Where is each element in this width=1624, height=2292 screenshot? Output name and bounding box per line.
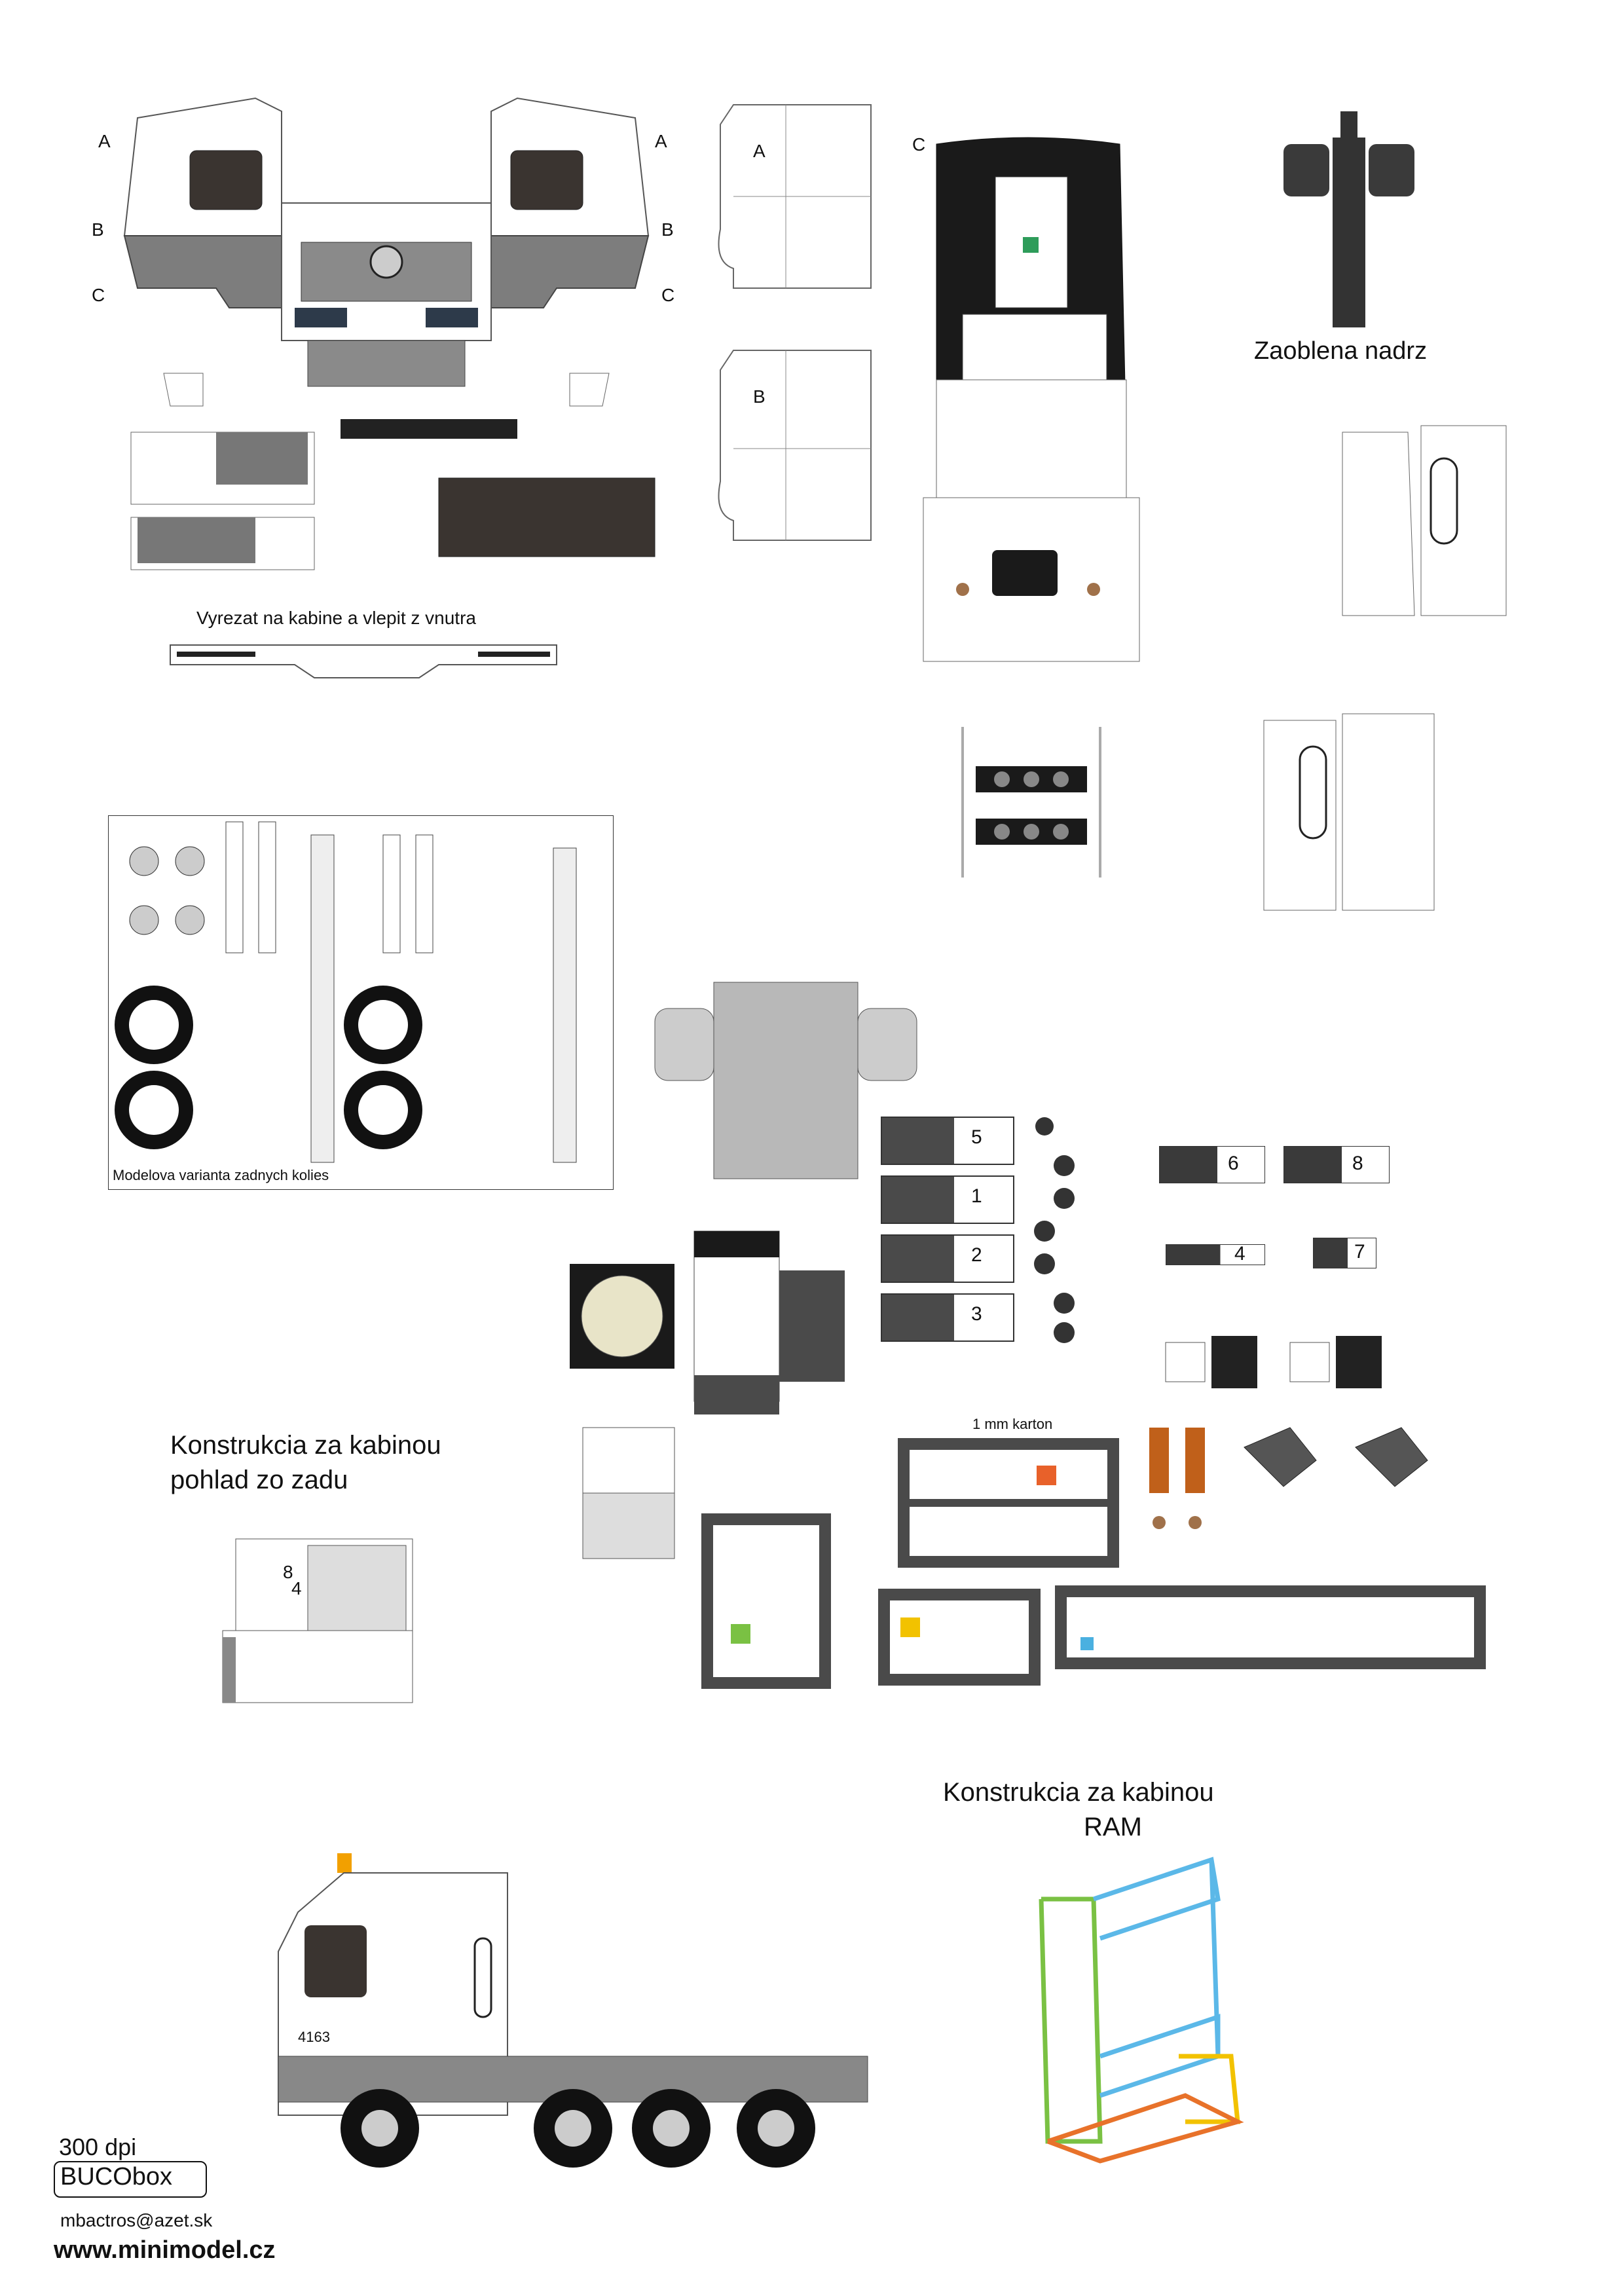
rear-num-7: 7 xyxy=(288,1544,299,1564)
vent-grille xyxy=(582,1427,675,1559)
wheels-variant-box xyxy=(108,815,614,1190)
cardboard-note: 1 mm karton xyxy=(972,1416,1053,1432)
round-discs xyxy=(1034,1117,1075,1343)
small-box-8-number: 8 xyxy=(1352,1153,1363,1174)
visor-strip xyxy=(170,644,557,678)
rear-num-3: 3 xyxy=(283,1598,293,1618)
frame-parts xyxy=(701,1438,1486,1689)
cab-side-panels xyxy=(123,97,650,387)
cab-small-pieces xyxy=(130,373,655,570)
marker-a-left: A xyxy=(98,131,111,151)
marker-b-left: B xyxy=(92,219,104,240)
small-brackets xyxy=(1165,1336,1382,1388)
radiator-unfold xyxy=(570,1230,845,1414)
numbered-box-2 xyxy=(881,1234,1014,1283)
small-box-8 xyxy=(1283,1146,1390,1183)
cut-note: Vyrezat na kabine a vlepit z vnutra xyxy=(196,608,476,628)
engine-cover-unfold xyxy=(654,982,917,1179)
panel-a xyxy=(718,104,872,289)
small-box-7-number: 7 xyxy=(1354,1241,1365,1263)
roof-label: C xyxy=(912,134,926,155)
brand-name: BUCObox xyxy=(60,2163,173,2190)
box-3-number: 3 xyxy=(971,1303,982,1325)
panel-b xyxy=(718,350,872,541)
small-box-4 xyxy=(1166,1244,1265,1265)
box-2-number: 2 xyxy=(971,1244,982,1266)
rear-num-1: 1 xyxy=(241,1598,251,1618)
lights-pieces xyxy=(1149,1427,1428,1529)
small-box-6 xyxy=(1159,1146,1265,1183)
brand-logo xyxy=(54,2161,207,2198)
marker-c-left: C xyxy=(92,285,105,305)
numbered-box-1 xyxy=(881,1175,1014,1224)
frame-wireframe-3d xyxy=(1039,1857,1244,2164)
marker-a-right: A xyxy=(655,131,667,151)
small-box-7 xyxy=(1313,1238,1376,1268)
numbered-box-5 xyxy=(881,1117,1014,1165)
rear-num-8: 8 xyxy=(283,1562,293,1582)
rear-num-6: 6 xyxy=(268,1544,279,1564)
panel-b-label: B xyxy=(753,386,766,407)
truck-model-number: 4163 xyxy=(298,2029,330,2045)
small-box-4-number: 4 xyxy=(1234,1243,1246,1265)
rear-num-5: 5 xyxy=(248,1544,258,1564)
marker-b-right: B xyxy=(661,219,674,240)
truck-side-view xyxy=(278,1853,868,2168)
tank-label: Zaoblena nadrz xyxy=(1254,337,1428,365)
rear-num-2: 2 xyxy=(262,1598,272,1618)
rear-construction-title: Konstrukcia za kabinou xyxy=(170,1431,441,1460)
panel-a-label: A xyxy=(753,141,766,161)
box-5-number: 5 xyxy=(971,1126,982,1148)
tank-unfold-1 xyxy=(1342,425,1507,616)
numbered-box-3 xyxy=(881,1293,1014,1342)
tank-strap xyxy=(1283,111,1414,327)
cab-roof-top xyxy=(923,137,1140,662)
frame-title: Konstrukcia za kabinou xyxy=(943,1778,1214,1807)
rear-view-drawing xyxy=(222,1538,413,1703)
box-1-number: 1 xyxy=(971,1185,982,1207)
website-link[interactable]: www.minimodel.cz xyxy=(54,2236,276,2264)
rear-construction-subtitle: pohlad zo zadu xyxy=(170,1466,348,1494)
dpi-label: 300 dpi xyxy=(59,2134,137,2160)
fifth-wheel-plate xyxy=(961,727,1101,878)
small-box-6-number: 6 xyxy=(1228,1153,1239,1174)
wheels-variant-drawing xyxy=(115,821,577,1163)
contact-email: mbactros@azet.sk xyxy=(60,2210,213,2230)
wheels-variant-label: Modelova varianta zadnych kolies xyxy=(113,1167,329,1183)
marker-c-right: C xyxy=(661,285,675,305)
frame-subtitle: RAM xyxy=(1084,1813,1142,1841)
tank-unfold-2 xyxy=(1263,713,1435,911)
rear-num-4: 4 xyxy=(291,1578,302,1599)
